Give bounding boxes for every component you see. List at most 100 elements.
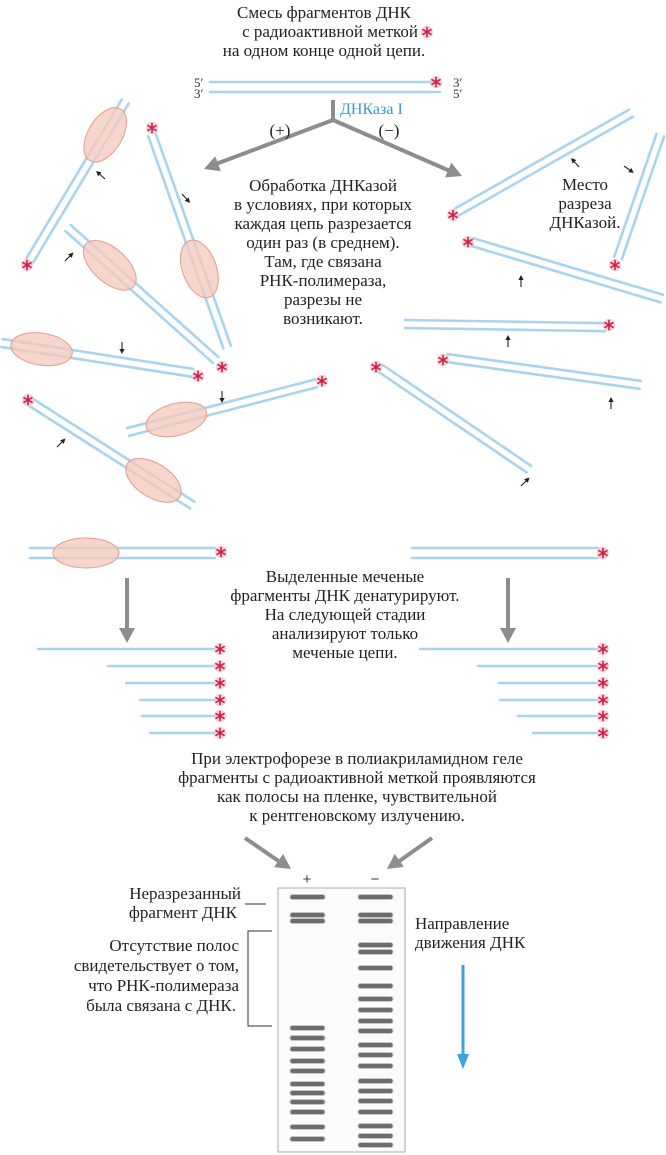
gel-band-minus — [357, 942, 394, 948]
red-asterisk-icon — [595, 675, 611, 691]
gel-band-minus — [357, 1007, 394, 1013]
denature-caption-line: Выделенные меченые — [266, 567, 424, 586]
cut-site-caption-line: разреза — [558, 194, 612, 213]
arrow-left-down-icon — [201, 156, 221, 177]
red-asterisk-icon — [191, 368, 205, 384]
small-arrow-icon — [118, 341, 126, 355]
small-arrow-icon — [518, 475, 532, 489]
red-asterisk-icon — [595, 641, 611, 657]
dna-strand — [612, 132, 658, 258]
dna-strand — [469, 244, 662, 304]
dna-strand — [453, 108, 631, 210]
electrophoresis-caption-line: к рентгеновскому излучению. — [249, 806, 465, 825]
gel-band-minus — [357, 1018, 394, 1024]
arrow-line — [396, 836, 434, 864]
arrow-right-down-icon — [445, 162, 466, 184]
red-asterisk-icon — [435, 352, 451, 368]
cut-site-caption-line: Место — [562, 175, 608, 194]
red-asterisk-icon — [595, 692, 611, 708]
treatment-caption-line: в условиях, при которых — [234, 195, 412, 214]
gel-band-plus — [289, 912, 326, 918]
treatment-caption-line: один раз (в среднем). — [246, 233, 399, 252]
gel-band-plus — [289, 1099, 326, 1105]
red-asterisk-icon — [20, 392, 36, 408]
gel-band-minus — [357, 1063, 394, 1069]
electrophoresis-caption-line: как полосы на пленке, чувствительной — [217, 787, 497, 806]
gel-band-minus — [357, 996, 394, 1002]
treatment-caption-line: Там, где связана — [264, 252, 382, 271]
red-asterisk-icon — [368, 359, 384, 375]
dna-strand — [403, 318, 607, 325]
denature-caption-line: меченые цепи. — [292, 643, 397, 662]
gel-band-plus — [289, 1025, 326, 1031]
enzyme-label: ДНКаза I — [340, 101, 403, 118]
small-arrow-icon — [218, 390, 226, 404]
gel-bands — [289, 894, 394, 1148]
branch-left-line — [215, 118, 334, 166]
footprint-label-line: что РНК-полимераза — [88, 976, 239, 995]
uncut-label-line: Неразрезанный — [129, 884, 241, 903]
dnase-branch-arrows: ДНКаза I (+) (−) — [201, 100, 466, 184]
red-asterisk-icon — [213, 675, 227, 691]
top-caption: Смесь фрагментов ДНК с радиоактивной мет… — [223, 3, 435, 60]
small-arrow-icon — [179, 191, 193, 206]
electrophoresis-caption: При электрофорезе в полиакриламидном гел… — [178, 749, 536, 825]
gel-band-minus — [357, 1142, 394, 1148]
electrophoresis-caption-line: При электрофорезе в полиакриламидном гел… — [191, 749, 523, 768]
gel-band-plus — [289, 1081, 326, 1087]
dna-fragment — [453, 108, 635, 217]
red-asterisk-icon — [19, 257, 35, 273]
gel-band-minus — [357, 1109, 394, 1115]
red-asterisk-icon — [445, 208, 461, 222]
red-asterisk-icon — [145, 121, 159, 135]
gel-band-minus — [357, 1028, 394, 1034]
direction-label-line: Направление — [415, 914, 509, 933]
gel-band-minus — [357, 1123, 394, 1129]
uncut-fragment-annotation: Неразрезанный фрагмент ДНК — [129, 884, 266, 922]
dna-fragment — [125, 378, 319, 438]
gel-band-plus — [289, 1046, 326, 1052]
top-caption-line: на одном конце одной цепи. — [223, 41, 425, 60]
dna-fragment — [0, 332, 195, 379]
footprint-bracket — [247, 930, 272, 1027]
pink-oval-icon — [125, 457, 182, 503]
labeled-strands-plus — [36, 641, 227, 741]
dna-fragment — [403, 318, 607, 333]
gel-band-minus — [357, 894, 394, 900]
arrow-down-icon — [457, 1054, 469, 1069]
fragments-with-polymerase — [0, 98, 330, 510]
gel-band-plus — [289, 1124, 326, 1130]
condition-minus-label: (−) — [379, 121, 400, 140]
fragments-without-polymerase — [368, 108, 666, 489]
gel-band-plus — [289, 1068, 326, 1074]
gel-band-plus — [289, 1058, 326, 1064]
strand-end-label: 5′ — [453, 86, 463, 101]
footprint-label-line: Отсутствие полос — [109, 936, 239, 955]
arrow-down-icon — [119, 628, 135, 643]
red-asterisk-icon — [595, 708, 611, 724]
footprint-label-line: была связана с ДНК. — [86, 996, 236, 1015]
arrow-line — [243, 836, 282, 864]
red-asterisk-icon — [595, 545, 611, 561]
red-asterisk-icon — [601, 317, 617, 333]
pink-oval-icon — [52, 537, 120, 569]
dna-fragment — [445, 352, 642, 391]
footprint-annotation: Отсутствие полос свидетельствует о том, … — [74, 930, 272, 1027]
red-asterisk-icon — [595, 658, 611, 674]
dna-fragment — [469, 236, 665, 304]
strand-end-label: 3′ — [194, 86, 204, 101]
footprint-label-line: свидетельствует о том, — [74, 956, 239, 975]
treatment-caption-line: возникают. — [283, 309, 363, 328]
red-asterisk-icon — [213, 658, 227, 674]
top-caption-line: с радиоактивной меткой — [242, 22, 418, 41]
gel-band-minus — [357, 1052, 394, 1058]
branch-right-line — [332, 118, 451, 173]
strand-end-label: 3′ — [453, 75, 463, 90]
dna-fragment — [64, 223, 220, 365]
arrow-right-down-icon — [274, 853, 296, 876]
uncut-label-line: фрагмент ДНК — [129, 903, 238, 922]
lane-label-minus: − — [371, 871, 380, 888]
pink-oval-icon — [82, 240, 137, 291]
gel-band-minus — [357, 983, 394, 989]
